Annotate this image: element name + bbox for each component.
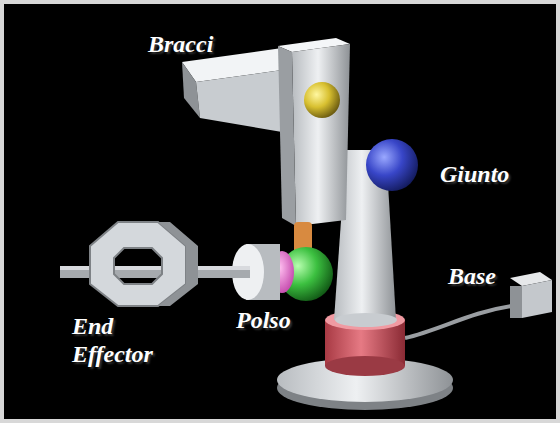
gripper-ring-side	[158, 222, 198, 306]
cable	[405, 306, 512, 338]
background	[4, 4, 556, 419]
part-label: End Effector	[72, 312, 182, 368]
part-label: Bracci	[148, 30, 268, 58]
shoulder-joint	[366, 139, 418, 191]
part-label: Polso	[236, 306, 326, 334]
control-box-front	[522, 280, 552, 318]
part-label: Base	[448, 262, 508, 290]
control-box-side	[510, 286, 522, 318]
pillar-foot	[335, 313, 397, 327]
tool-shaft	[60, 266, 250, 278]
upper-arm-front	[278, 46, 296, 226]
tool-shaft-highlight	[60, 266, 250, 270]
base-collar-bottom	[325, 356, 405, 376]
elbow-joint	[304, 82, 340, 118]
arm-face	[196, 70, 282, 132]
part-label: Giunto	[440, 160, 550, 188]
gripper-ring	[90, 222, 186, 306]
upper-arm-side	[292, 44, 350, 226]
